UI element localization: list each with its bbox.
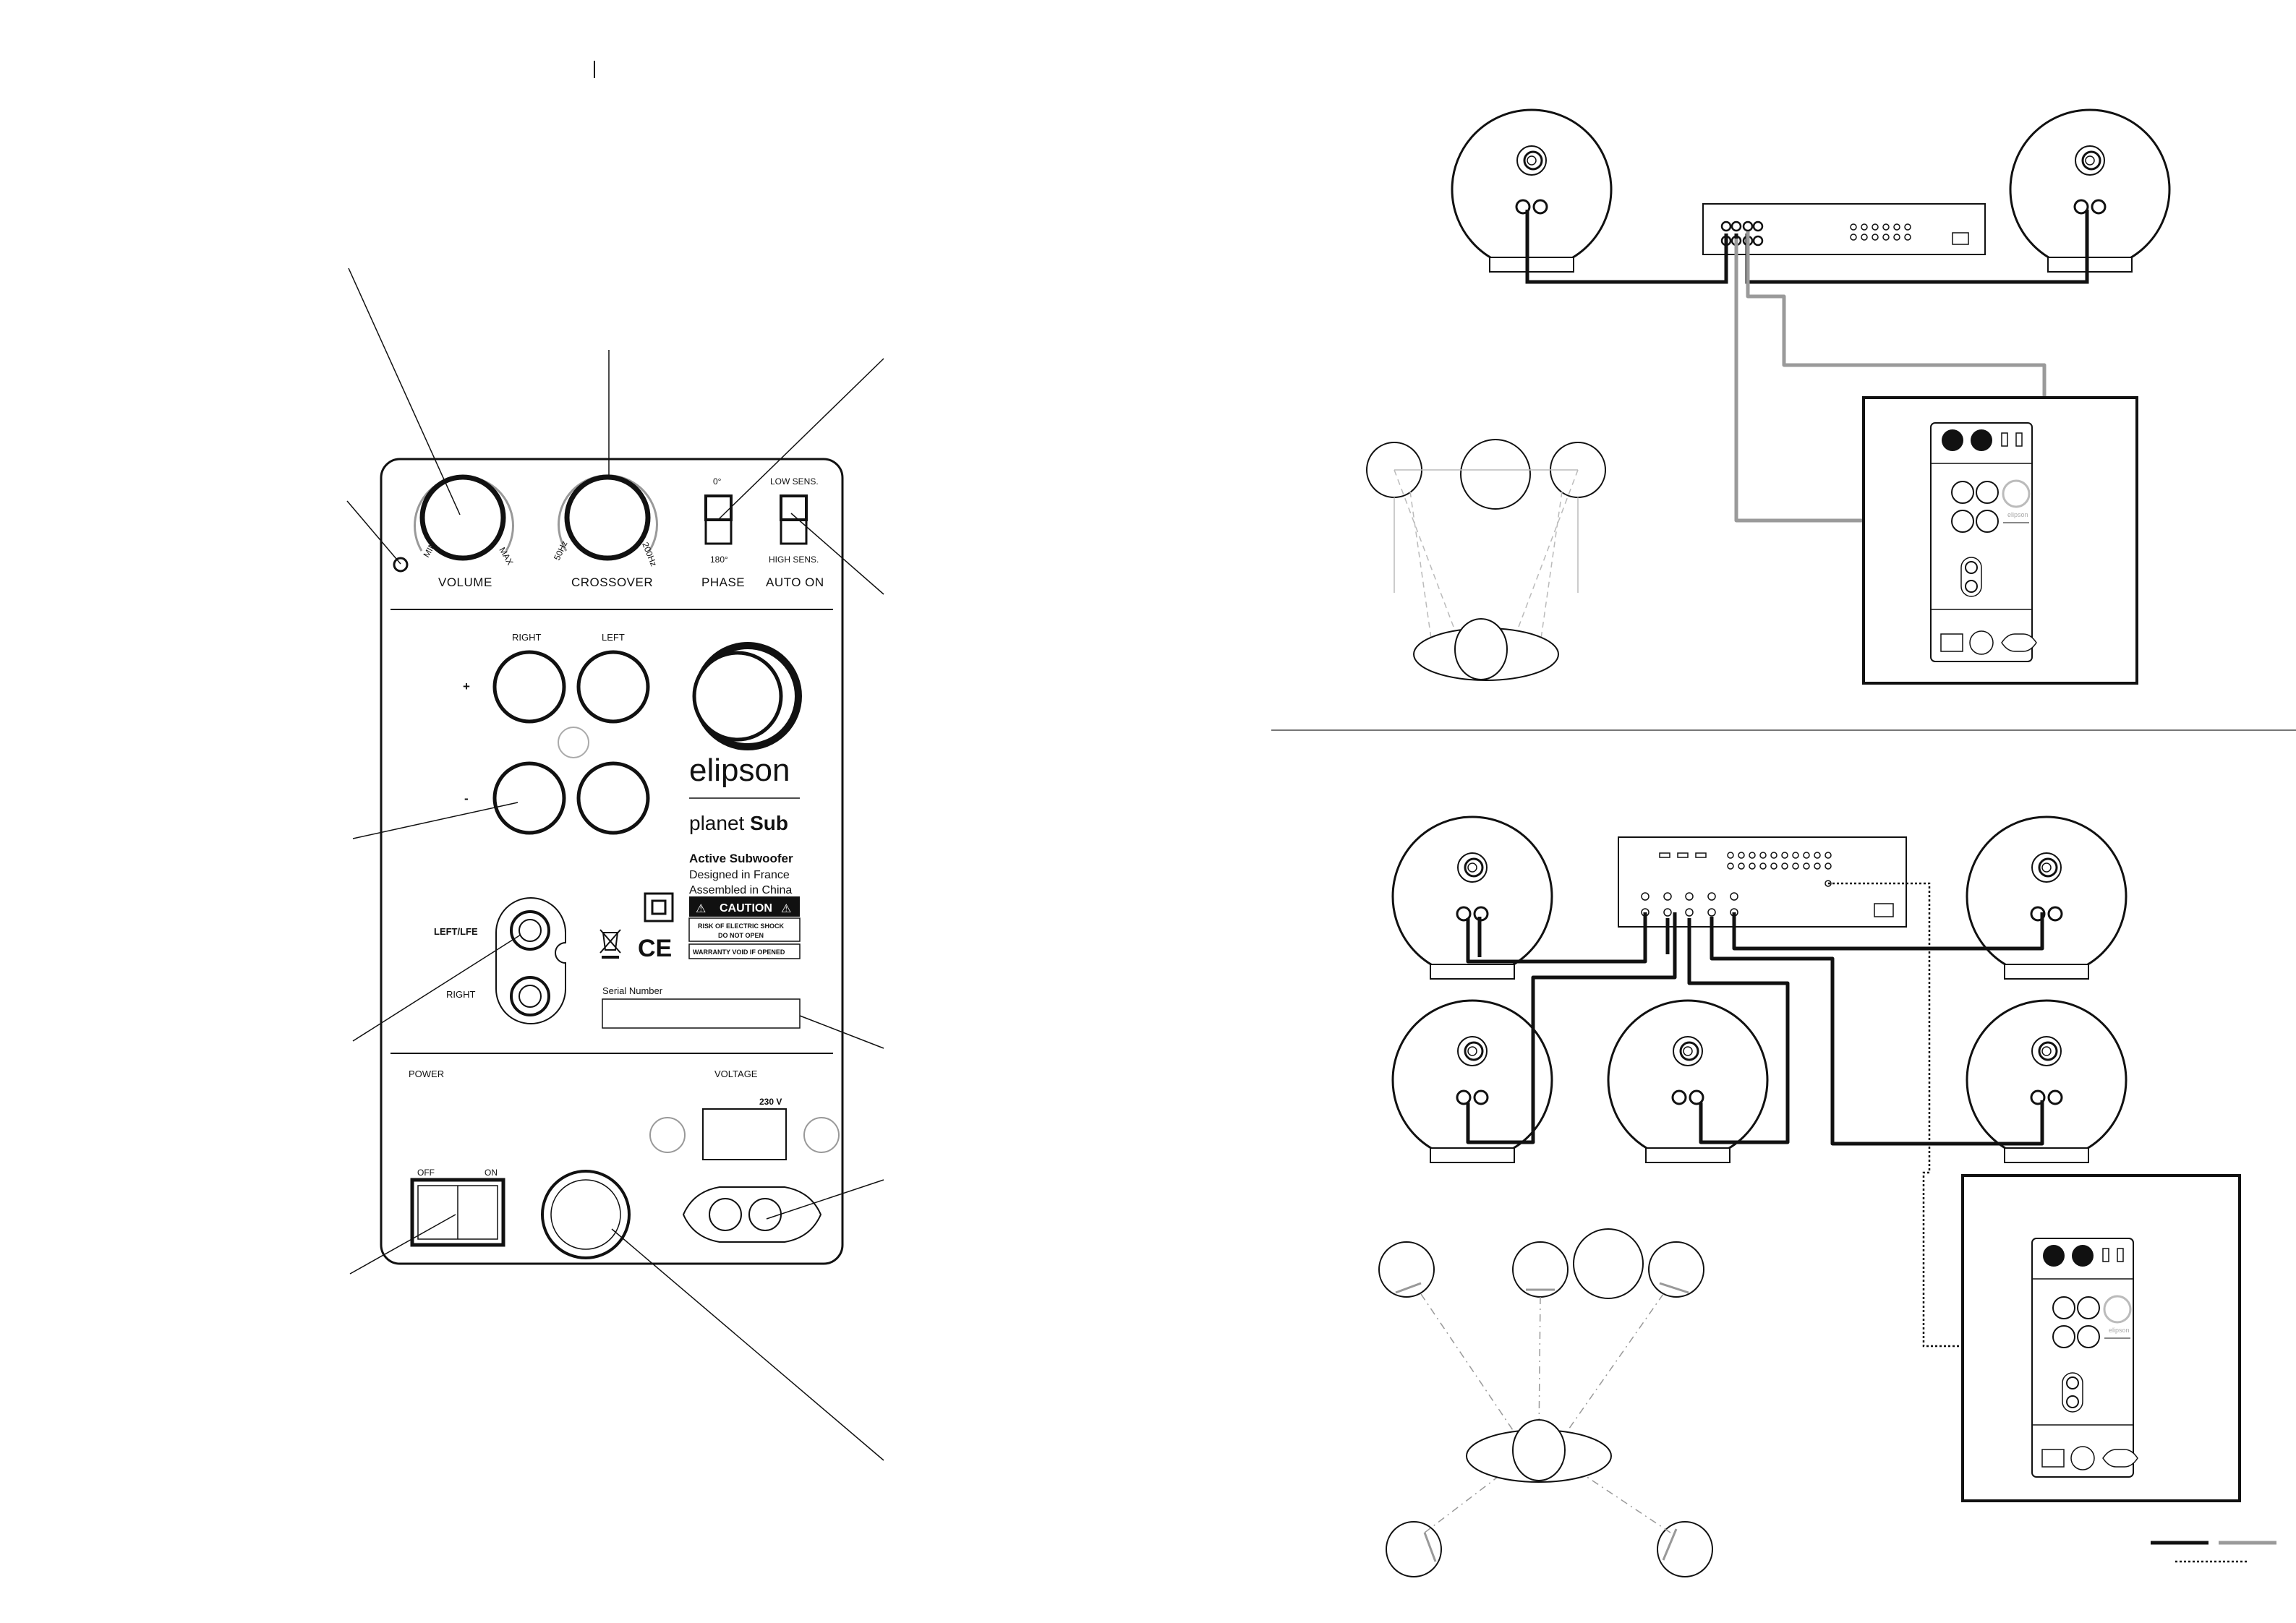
elipson-logo: elipson planet Sub Active Subwoofer Desi… <box>689 642 802 896</box>
subwoofer-rear-panel: MIN MAX VOLUME 50Hz 200Hz CROSSOVER 0° 1… <box>346 61 884 1461</box>
caution-label: CAUTION ⚠ ⚠ RISK OF ELECTRIC SHOCK DO NO… <box>688 896 801 959</box>
voltage-value: 230 V <box>759 1097 782 1107</box>
model-text: planet Sub <box>689 812 788 834</box>
ac-inlet[interactable] <box>682 1186 822 1243</box>
listening-layout-2-1 <box>1366 439 1606 681</box>
auto-on-switch[interactable]: LOW SENS. HIGH SENS. AUTO ON <box>766 476 824 589</box>
listening-layout-5-1 <box>1378 1228 1713 1577</box>
terminal-minus-label: - <box>464 792 469 805</box>
volume-label: VOLUME <box>438 575 492 589</box>
terminal-plus-label: + <box>463 680 470 693</box>
fuse-holder[interactable] <box>541 1170 631 1259</box>
high-sens-label: HIGH SENS. <box>769 554 819 565</box>
low-sens-label: LOW SENS. <box>770 476 819 487</box>
cable-legend <box>2151 1541 2276 1563</box>
weee-bin-icon <box>599 929 621 959</box>
crossover-knob[interactable]: 50Hz 200Hz CROSSOVER <box>552 474 659 589</box>
serial-number-box: Serial Number <box>602 985 801 1029</box>
designed-text: Designed in France <box>689 869 790 881</box>
speaker-terminals[interactable]: RIGHT LEFT + - <box>463 632 650 835</box>
power-off-label: OFF <box>417 1168 435 1178</box>
caution-text: CAUTION <box>720 902 772 915</box>
voltage-selector[interactable]: VOLTAGE 230 V <box>649 1069 840 1160</box>
power-switch[interactable]: POWER OFF ON <box>409 1069 505 1247</box>
phase-top-label: 0° <box>713 476 722 487</box>
warning-triangle-icon-right: ⚠ <box>781 903 791 915</box>
rca-inputs[interactable]: LEFT/LFE RIGHT <box>434 897 566 1024</box>
surround-5-1-setup <box>1378 815 2276 1577</box>
crossover-label: CROSSOVER <box>571 575 653 589</box>
warning-triangle-icon: ⚠ <box>696 903 706 915</box>
brand-text: elipson <box>689 753 790 788</box>
risk-text: RISK OF ELECTRIC SHOCK <box>698 922 785 930</box>
left-lfe-label: LEFT/LFE <box>434 926 478 937</box>
voltage-label: VOLTAGE <box>714 1069 758 1079</box>
terminal-right-label: RIGHT <box>512 632 542 643</box>
active-subwoofer-text: Active Subwoofer <box>689 852 793 865</box>
rca-right-label: RIGHT <box>446 989 476 1000</box>
phase-switch[interactable]: 0° 180° PHASE <box>701 476 745 589</box>
amplifier-top <box>1702 203 1986 255</box>
warranty-text: WARRANTY VOID IF OPENED <box>693 948 785 956</box>
assembled-text: Assembled in China <box>689 884 792 896</box>
donot-text: DO NOT OPEN <box>718 932 764 939</box>
certification-marks: CE <box>599 892 674 962</box>
av-receiver <box>1618 836 1907 928</box>
phase-label: PHASE <box>701 575 745 589</box>
ce-mark: CE <box>638 935 672 962</box>
power-led <box>393 557 409 573</box>
phase-bottom-label: 180° <box>710 554 728 565</box>
auto-on-label: AUTO ON <box>766 575 824 589</box>
serial-label: Serial Number <box>602 985 663 996</box>
power-on-label: ON <box>485 1168 498 1178</box>
stereo-2-1-setup <box>1366 108 2171 685</box>
callout-lines <box>346 267 884 1461</box>
power-label: POWER <box>409 1069 444 1079</box>
terminal-left-label: LEFT <box>602 632 625 643</box>
